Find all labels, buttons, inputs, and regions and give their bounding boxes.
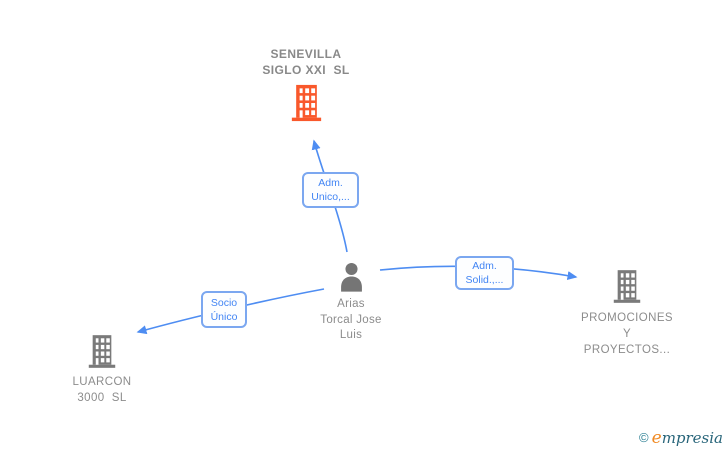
edge-label-adm-solid[interactable]: Adm. Solid.,...	[455, 256, 514, 290]
node-senevilla[interactable]: SENEVILLA SIGLO XXI SL	[221, 46, 391, 123]
brand-text: mpresia	[661, 429, 723, 447]
node-person-arias[interactable]: Arias Torcal Jose Luis	[271, 262, 431, 344]
edge-label-adm-unico[interactable]: Adm. Unico,...	[302, 172, 359, 208]
company-name-luarcon: LUARCON 3000 SL	[72, 376, 132, 404]
edge-label-socio-unico[interactable]: Socio Único	[201, 291, 247, 328]
person-icon	[340, 262, 362, 292]
copyright-icon: ©	[639, 430, 649, 445]
company-name-senevilla: SENEVILLA SIGLO XXI SL	[262, 47, 350, 77]
building-icon	[291, 84, 321, 122]
brand-letter: e	[651, 428, 662, 448]
empresia-logo: ©empresia	[639, 429, 723, 447]
building-icon	[88, 335, 116, 368]
person-name: Arias Torcal Jose Luis	[320, 298, 382, 341]
node-luarcon[interactable]: LUARCON 3000 SL	[12, 333, 192, 406]
company-name-promociones: PROMOCIONES Y PROYECTOS...	[581, 312, 673, 356]
building-icon	[613, 270, 641, 303]
node-promociones[interactable]: PROMOCIONES Y PROYECTOS...	[537, 268, 717, 358]
